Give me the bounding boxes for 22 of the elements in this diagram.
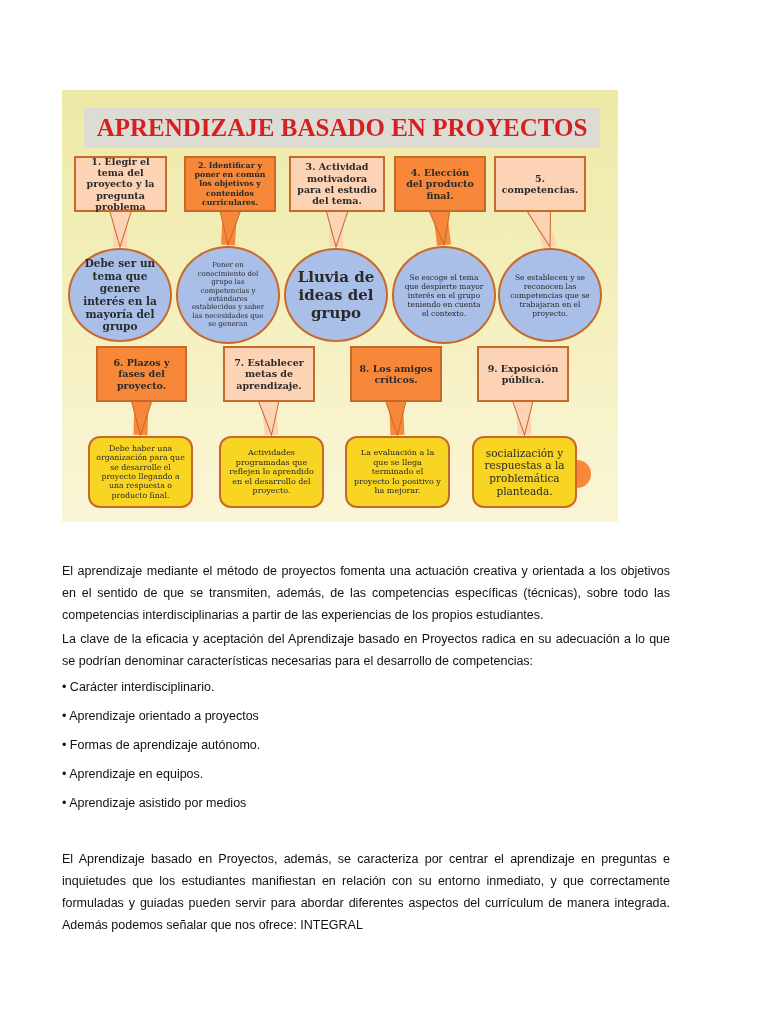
bullet-item: • Carácter interdisciplinario.	[62, 679, 216, 696]
bullet-item: • Aprendizaje orientado a proyectos	[62, 708, 260, 725]
step-box: 3. Actividad motivadora para el estudio del tema.	[289, 156, 385, 212]
description-box: socialización y respuestas a la problemática planteada.	[472, 436, 577, 508]
description-box: La evaluación a la que se llega terminado el proyecto lo positivo y ha mejorar.	[345, 436, 450, 508]
step-box: 7. Establecer metas de aprendizaje.	[223, 346, 315, 402]
step-box: 6. Plazos y fases del proyecto.	[96, 346, 187, 402]
paragraph: El aprendizaje mediante el método de proyectos fomenta una actuación creativa y orientada a los objetivos en el sentido de que se transmiten, además, de las competencias específicas (técnicas), sobre todo las competencias interdisciplinarias a partir de las experiencias de los propios estudiantes.	[62, 563, 670, 624]
description-box: Actividades programadas que reflejen lo aprendido en el desarrollo del proyecto.	[219, 436, 324, 508]
step-box: 9. Exposición pública.	[477, 346, 569, 402]
step-box: 8. Los amigos críticos.	[350, 346, 442, 402]
description-ellipse: Debe ser un tema que genere interés en la mayoría del grupo	[68, 248, 172, 342]
bullet-item: • Formas de aprendizaje autónomo.	[62, 737, 262, 754]
description-ellipse: Lluvia de ideas del grupo	[284, 248, 388, 342]
title-banner: APRENDIZAJE BASADO EN PROYECTOS	[84, 108, 600, 148]
step-box: 1. Elegir el tema del proyecto y la pregunta problema	[74, 156, 167, 212]
bullet-item: • Aprendizaje asistido por medios	[62, 795, 248, 812]
bullet-item: • Aprendizaje en equipos.	[62, 766, 205, 783]
paragraph: La clave de la eficacia y aceptación del Aprendizaje basado en Proyectos radica en su adecuación a lo que se podrían denominar características necesarias para el desarrollo de competencias:	[62, 631, 670, 670]
step-box: 4. Elección del producto final.	[394, 156, 486, 212]
paragraph: El Aprendizaje basado en Proyectos, además, se caracteriza por centrar el aprendizaje en preguntas e inquietudes que los estudiantes manifiestan en relación con su entorno inmediato, y que correctamente formuladas y guiadas pueden servir para abordar diferentes aspectos del currículum de manera integrada. Además podemos señalar que nos ofrece: INTEGRAL	[62, 851, 670, 934]
step-box: 5. competencias.	[494, 156, 586, 212]
